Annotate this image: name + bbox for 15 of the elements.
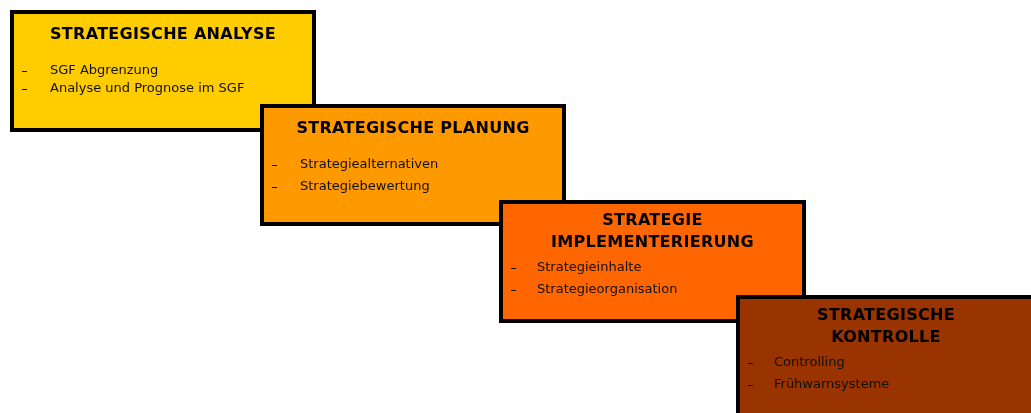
bullet-item: Strategiealternativen: [300, 156, 439, 171]
stage-heading: STRATEGISCHE ANALYSE: [49, 23, 277, 45]
stage-box: [260, 104, 566, 226]
bullet-item: Frühwarnsysteme: [774, 376, 890, 391]
bullet-item: SGF Abgrenzung: [50, 62, 159, 77]
stage-heading: STRATEGISCHE PLANUNG: [295, 117, 531, 139]
bullet-item: Controlling: [774, 354, 845, 369]
bullet-item: Strategiebewertung: [300, 178, 430, 193]
bullet-item: Strategieorganisation: [537, 281, 678, 296]
bullet-item: Analyse und Prognose im SGF: [50, 80, 245, 95]
bullet-item: Strategieinhalte: [537, 259, 642, 274]
stage-heading: STRATEGIE IMPLEMENTERIERUNG: [550, 209, 755, 253]
stage-heading: STRATEGISCHE KONTROLLE: [816, 304, 956, 348]
stage-box: [736, 295, 1031, 413]
stage-box: [499, 200, 806, 323]
